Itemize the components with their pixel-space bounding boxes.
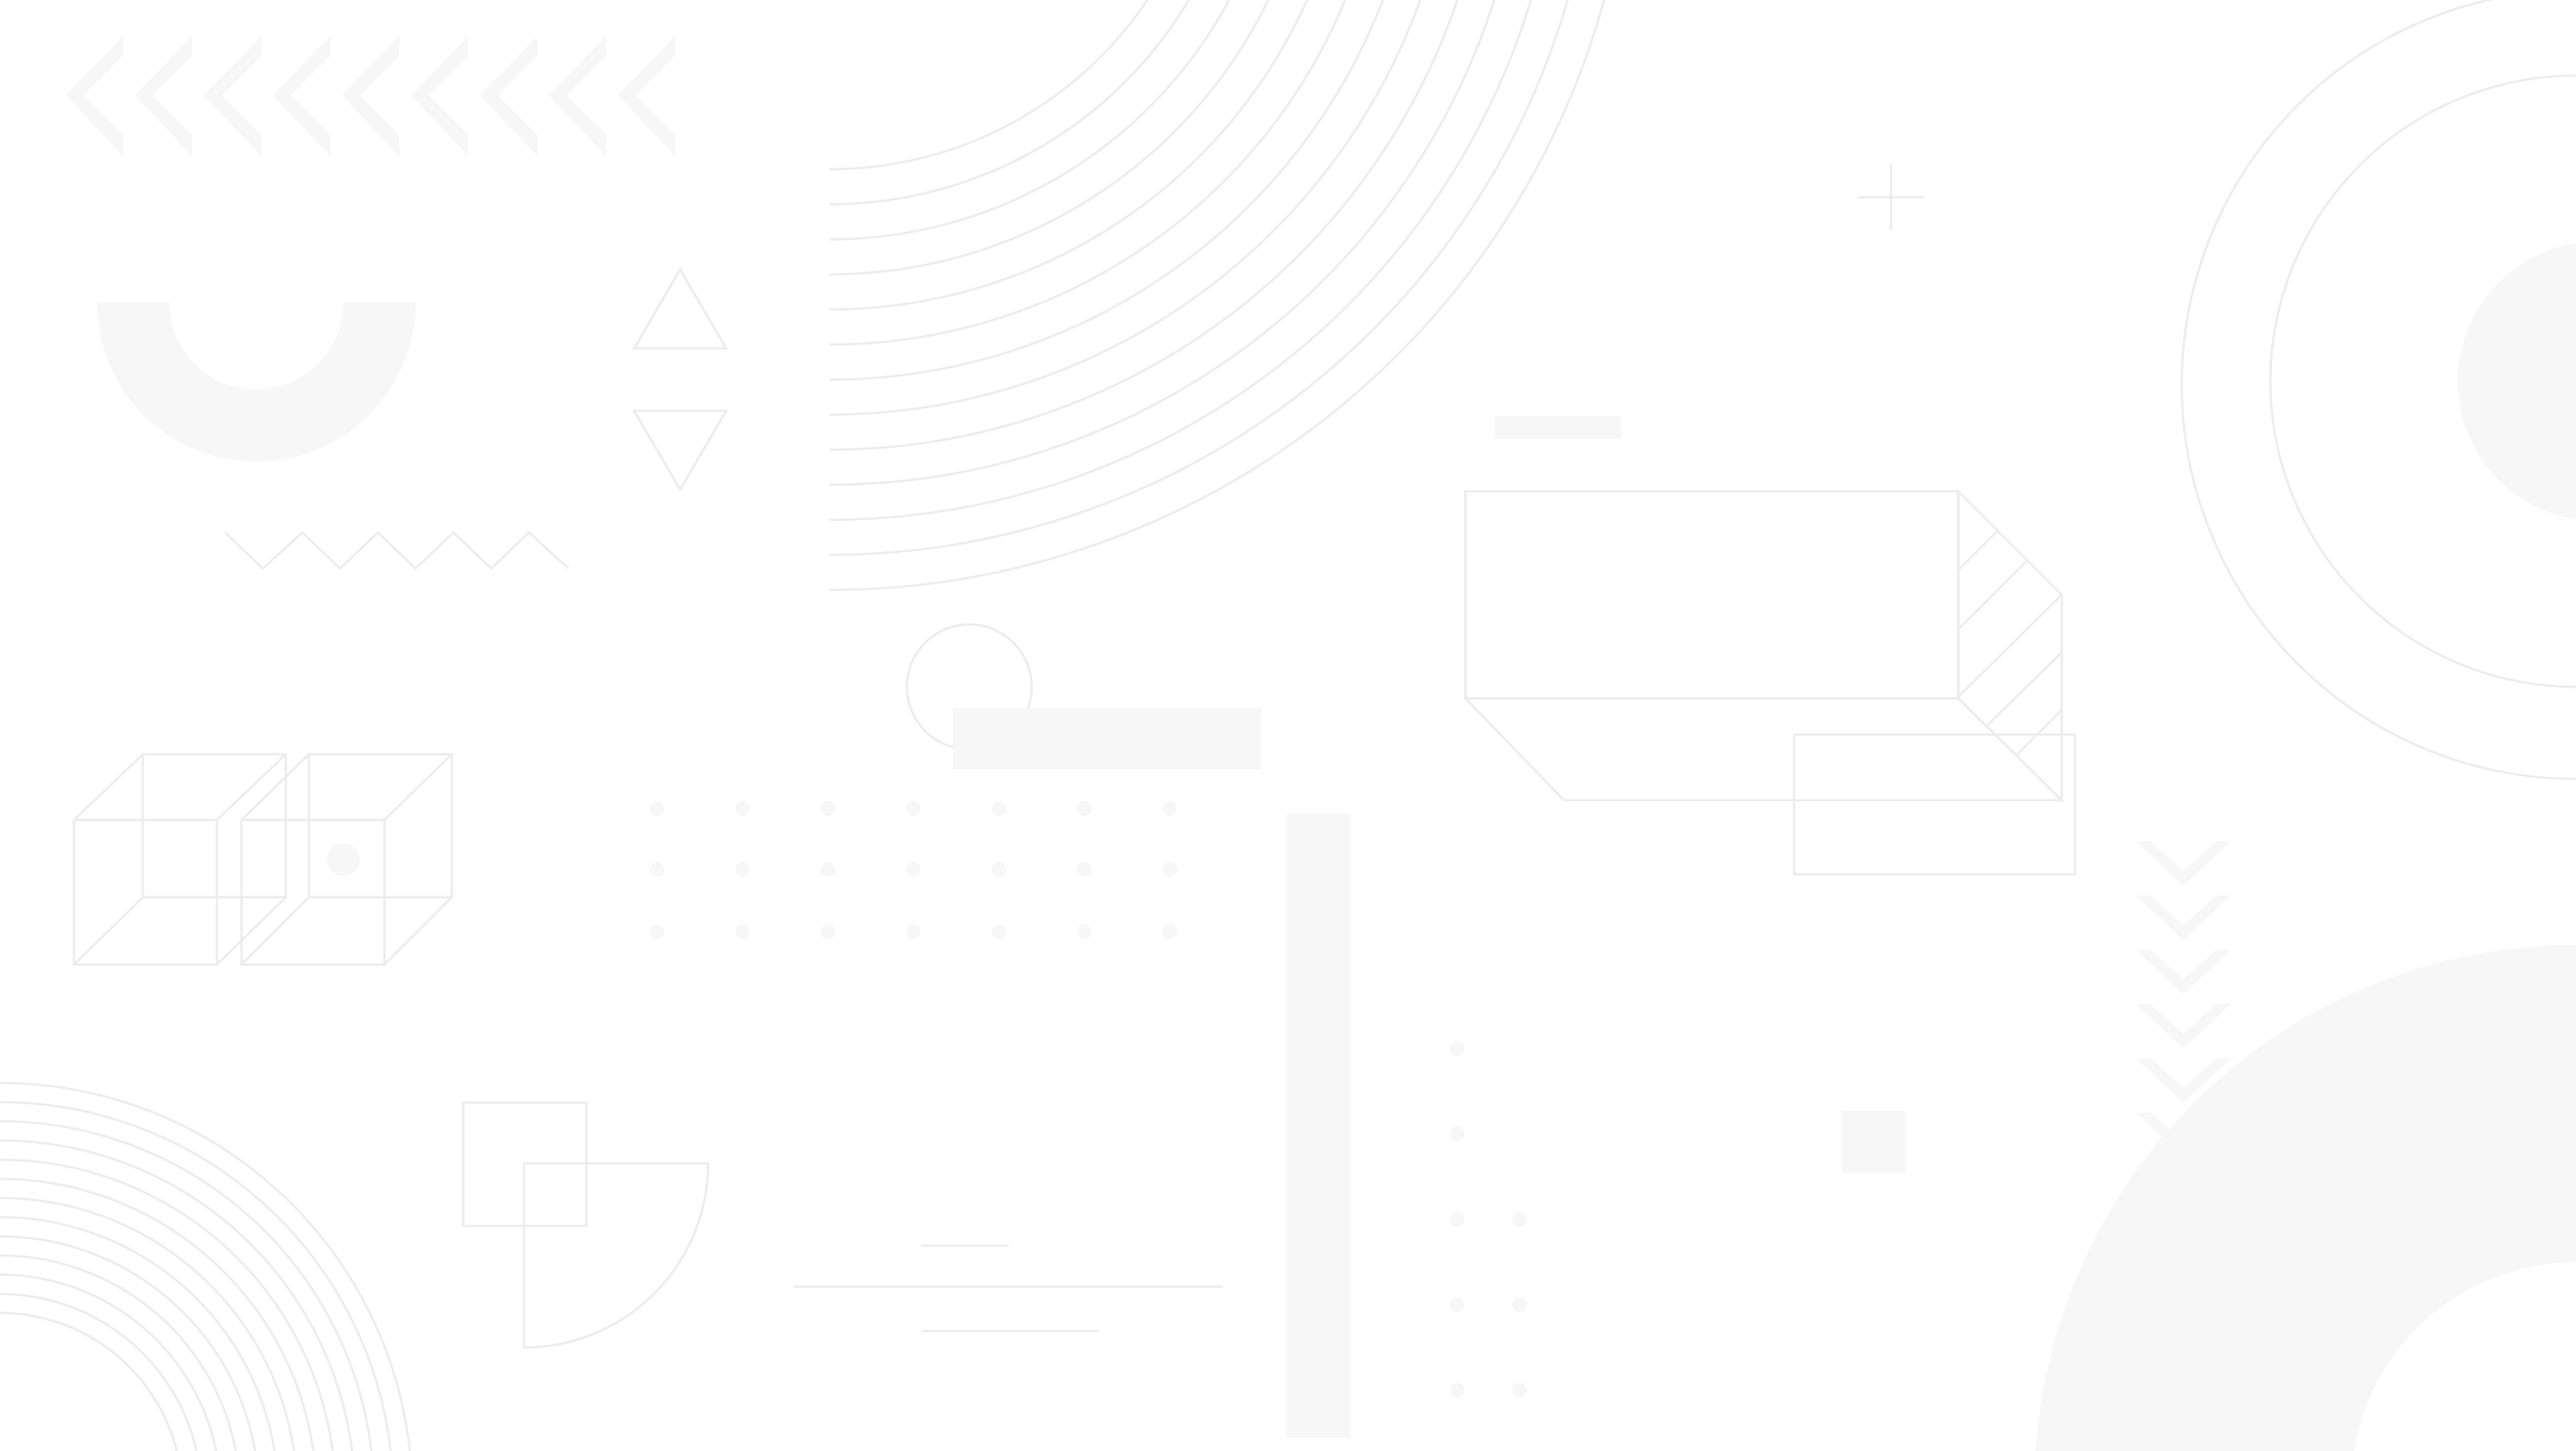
concentric-arc xyxy=(0,1235,256,1451)
dot xyxy=(1512,1383,1528,1398)
cube-edges xyxy=(72,753,287,966)
cube-back-outline xyxy=(141,753,288,899)
dot xyxy=(906,801,921,816)
chevron-left-shape xyxy=(203,36,261,156)
dot xyxy=(326,843,360,876)
quarter-ring-shape xyxy=(2035,945,2576,1451)
dot xyxy=(906,862,921,877)
concentric-arc xyxy=(829,0,1569,556)
concentric-arc xyxy=(0,1311,178,1451)
hatch-lines xyxy=(1957,530,2063,755)
chevron-down-shape xyxy=(2136,1058,2232,1103)
concentric-arc xyxy=(829,0,1606,592)
concentric-arc xyxy=(0,1196,296,1451)
concentric-arc xyxy=(0,1120,373,1451)
dot xyxy=(649,924,665,939)
dot xyxy=(906,924,921,939)
dot xyxy=(1512,1212,1528,1227)
concentric-arc xyxy=(829,0,1347,346)
dot xyxy=(1449,1041,1465,1056)
concentric-arc xyxy=(0,1254,237,1451)
bar-shape xyxy=(952,708,1262,769)
chevron-left-shape xyxy=(65,36,123,156)
dot xyxy=(1449,1297,1465,1312)
large-circle-outline xyxy=(2180,0,2576,781)
dot xyxy=(1076,801,1092,816)
concentric-arc xyxy=(0,1292,198,1451)
chevron-down-shape xyxy=(2136,841,2232,886)
chevron-left-shape xyxy=(410,36,468,156)
concentric-arc xyxy=(829,0,1385,381)
chevron-down-shape xyxy=(2136,1004,2232,1048)
chevron-left-shape xyxy=(341,36,399,156)
cube-front-outline xyxy=(240,818,386,966)
zigzag-line xyxy=(223,531,569,570)
concentric-arc xyxy=(829,0,1270,276)
chevron-left-shape xyxy=(272,36,330,156)
dot xyxy=(735,801,750,816)
square-shape xyxy=(1841,1111,1906,1173)
cube-front-outline xyxy=(72,818,219,966)
concentric-arc xyxy=(829,0,1532,521)
concentric-arc xyxy=(0,1139,353,1451)
concentric-arc xyxy=(0,1101,392,1451)
dot xyxy=(820,924,836,939)
dot xyxy=(1076,924,1092,939)
chevron-left-shape xyxy=(479,36,537,156)
concentric-arc xyxy=(829,0,1230,241)
bar-shape xyxy=(1495,416,1622,439)
dot xyxy=(820,862,836,877)
concentric-arc xyxy=(0,1274,218,1451)
concentric-arc xyxy=(0,1177,315,1451)
circle-outline xyxy=(2269,74,2576,689)
dot xyxy=(735,924,750,939)
dot xyxy=(1162,862,1177,877)
chevron-down-shape xyxy=(2136,950,2232,994)
concentric-arc xyxy=(829,0,1422,417)
box-front-outline xyxy=(1464,490,1960,700)
triangle-up-outline xyxy=(632,267,729,350)
dot xyxy=(1512,1297,1528,1312)
quarter-circle-outline xyxy=(523,1162,710,1349)
chevron-left-shape xyxy=(617,36,675,156)
dot xyxy=(1162,801,1177,816)
triangle-down-outline xyxy=(632,409,729,492)
chevron-left-shape xyxy=(548,36,606,156)
cube-edges xyxy=(240,753,453,965)
dot xyxy=(991,801,1007,816)
concentric-arc xyxy=(829,0,1149,171)
concentric-arc xyxy=(0,1158,334,1451)
half-disk-shape xyxy=(2458,243,2576,519)
dot xyxy=(991,924,1007,939)
dot xyxy=(1449,1383,1465,1398)
dot xyxy=(820,801,836,816)
concentric-arc xyxy=(829,0,1308,311)
vertical-bar-shape xyxy=(1286,813,1351,1438)
half-ring-shape xyxy=(96,302,416,462)
chevron-down-shape xyxy=(2136,896,2232,940)
chevron-left-shape xyxy=(134,36,192,156)
plus-shape xyxy=(1858,164,1924,230)
rectangle-outline xyxy=(1792,733,2076,876)
dot xyxy=(649,801,665,816)
dot xyxy=(1076,862,1092,877)
dot xyxy=(1449,1126,1465,1141)
dot xyxy=(1162,924,1177,939)
cube-back-outline xyxy=(307,753,454,899)
concentric-arc xyxy=(0,1081,412,1451)
concentric-arc xyxy=(829,0,1190,206)
dot xyxy=(735,862,750,877)
concentric-arc xyxy=(829,0,1459,451)
dot xyxy=(649,862,665,877)
concentric-arc xyxy=(829,0,1495,486)
dot xyxy=(1449,1212,1465,1227)
concentric-arc xyxy=(0,1216,276,1451)
dot xyxy=(991,862,1007,877)
